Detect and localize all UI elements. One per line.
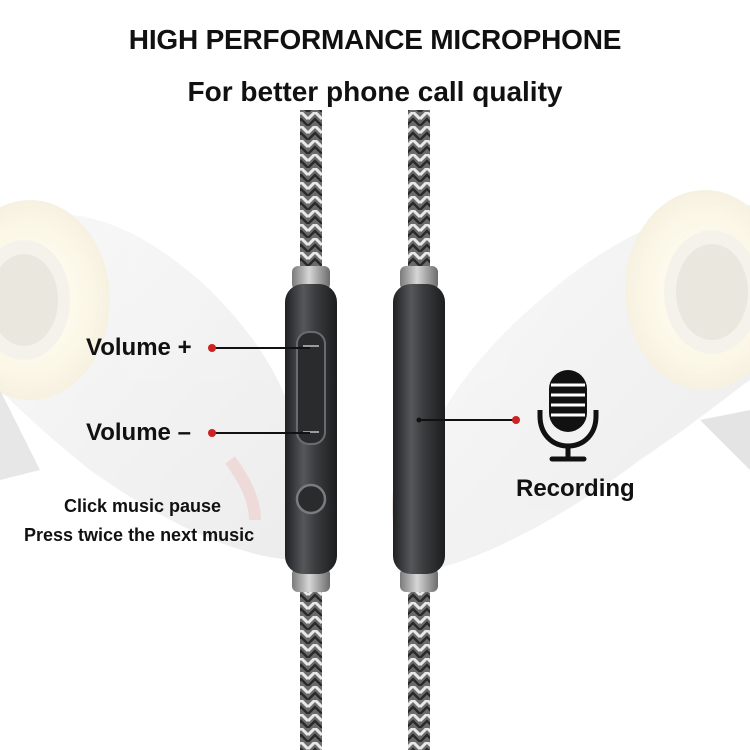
- pointer-microphone: [419, 416, 520, 424]
- earbud-left: [0, 200, 300, 560]
- pointer-volume-up: [208, 344, 310, 352]
- remote-control-right: [393, 266, 445, 592]
- braided-cable-left: [300, 110, 322, 750]
- remote-control-left: [285, 266, 337, 592]
- headline-subtitle: For better phone call quality: [187, 76, 563, 107]
- recording-label: Recording: [516, 475, 635, 502]
- double-click-action-label: Press twice the next music: [24, 525, 255, 545]
- click-action-label: Click music pause: [64, 496, 222, 516]
- pointer-volume-down: [208, 429, 310, 437]
- braided-cable-right: [408, 110, 430, 750]
- headline-title: HIGH PERFORMANCE MICROPHONE: [128, 24, 622, 55]
- microphone-icon: [537, 370, 599, 462]
- volume-down-label: Volume –: [86, 419, 191, 446]
- volume-up-label: Volume +: [86, 334, 192, 361]
